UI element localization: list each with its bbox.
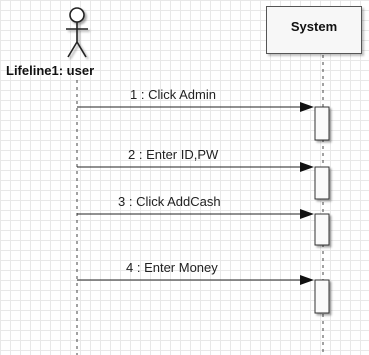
message-1-label: 1 : Click Admin	[130, 87, 216, 102]
message-1-arrow	[77, 102, 314, 112]
activation-bar-4	[314, 279, 330, 314]
message-2-arrow	[77, 162, 314, 172]
stick-figure-icon	[66, 7, 88, 58]
activation-bar-2	[314, 166, 330, 200]
system-label: System	[290, 19, 338, 34]
actor-label: Lifeline1: user	[6, 63, 95, 78]
message-4-label: 4 : Enter Money	[126, 260, 218, 275]
activation-bar-1	[314, 106, 330, 141]
message-3-arrow	[77, 209, 314, 219]
activation-bar-3	[314, 213, 330, 246]
system-lifeline-box: System	[266, 6, 362, 54]
message-3-label: 3 : Click AddCash	[118, 194, 221, 209]
message-4-arrow	[77, 275, 314, 285]
message-2-label: 2 : Enter ID,PW	[128, 147, 219, 162]
